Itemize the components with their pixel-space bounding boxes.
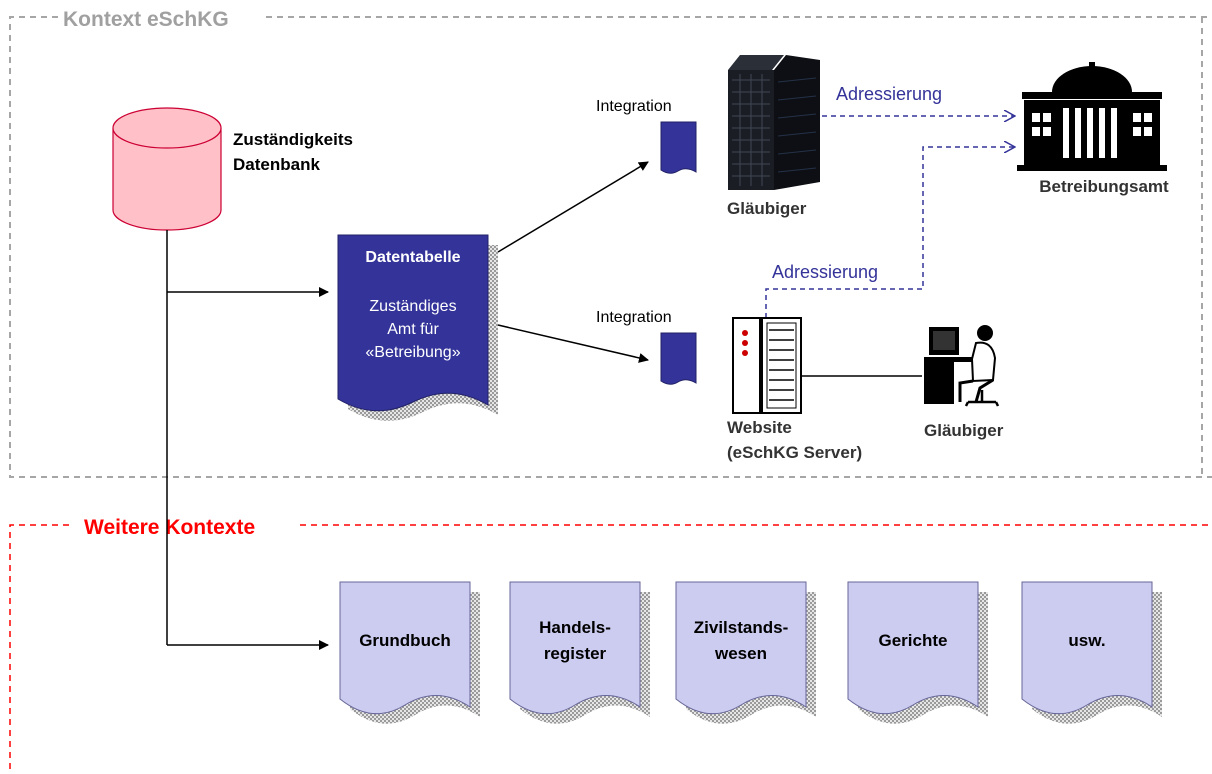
register-label-line2: wesen	[714, 644, 767, 663]
integration-document-top	[660, 121, 697, 174]
register-document-body	[847, 581, 979, 715]
register-label-line1: usw.	[1068, 631, 1105, 650]
register-document: Handels-register	[509, 581, 650, 724]
register-label-line1: Grundbuch	[359, 631, 451, 650]
database-label-line2: Datenbank	[233, 155, 320, 174]
other-context-label: Weitere Kontexte	[84, 516, 255, 539]
register-document: Gerichte	[847, 581, 988, 724]
main-context-boundary	[9, 16, 1212, 478]
integration-document-bottom	[660, 332, 697, 385]
datatable-line1: Zuständiges	[369, 298, 456, 315]
database-label-line1: Zuständigkeits	[233, 130, 353, 149]
website-label-line1: Website	[727, 418, 792, 437]
creditor-person-label: Gläubiger	[924, 421, 1004, 440]
arrow-integration-bottom	[497, 324, 649, 363]
register-label-line1: Zivilstands-	[694, 618, 788, 637]
addressing-top-label: Adressierung	[836, 84, 942, 104]
database-cylinder	[112, 107, 222, 231]
main-context-label: Kontext eSchKG	[63, 8, 229, 31]
addressing-arrow-bottom	[765, 147, 1015, 318]
other-context-boundary	[9, 524, 1212, 774]
datatable-line2: Amt für	[387, 321, 439, 338]
datatable-line3: «Betreibung»	[365, 344, 460, 361]
person-at-computer-icon	[924, 325, 1000, 407]
creditor-building-label: Gläubiger	[727, 199, 807, 218]
register-document: Zivilstands-wesen	[675, 581, 816, 724]
arrow-integration-top	[497, 161, 649, 253]
skyscraper-icon	[728, 55, 820, 190]
register-document-body	[339, 581, 471, 715]
server-icon	[732, 317, 802, 414]
register-document-body	[1021, 581, 1153, 715]
integration-top-label: Integration	[596, 98, 672, 115]
register-document-body	[509, 581, 641, 715]
register-document: Grundbuch	[339, 581, 480, 724]
register-label-line2: register	[544, 644, 607, 663]
register-document: usw.	[1021, 581, 1162, 724]
register-label-line1: Handels-	[539, 618, 611, 637]
integration-bottom-label: Integration	[596, 309, 672, 326]
datatable-title: Datentabelle	[365, 249, 460, 266]
datatable-document	[337, 234, 498, 421]
government-building-icon	[1017, 62, 1167, 171]
register-documents: GrundbuchHandels-registerZivilstands-wes…	[339, 581, 1162, 724]
website-label-line2: (eSchKG Server)	[727, 443, 862, 462]
addressing-bottom-label: Adressierung	[772, 262, 878, 282]
register-label-line1: Gerichte	[879, 631, 948, 650]
register-document-body	[675, 581, 807, 715]
office-label: Betreibungsamt	[1039, 177, 1169, 196]
